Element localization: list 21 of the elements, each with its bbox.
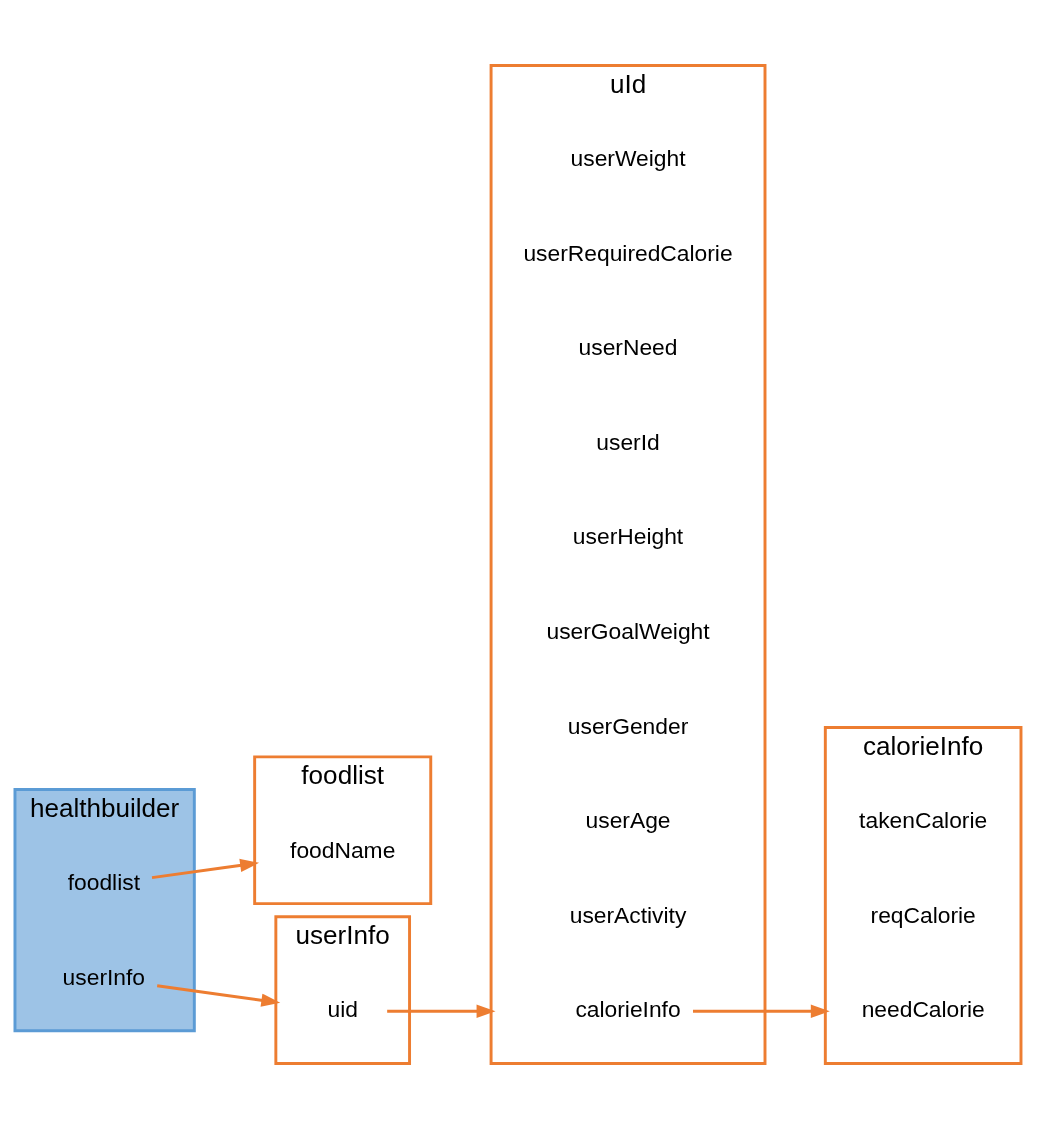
node-text: userActivity [569,901,687,928]
node-text: userNeed [578,334,678,361]
node-text: foodName [290,836,396,863]
node-text: foodlist [67,869,140,896]
node-text: uid [327,996,358,1023]
arrow [151,858,260,880]
arrow [387,1004,496,1018]
node-text: userRequiredCalorie [523,239,733,266]
node-text: needCalorie [861,996,985,1023]
arrow [693,1004,830,1018]
node-text: userAge [585,807,671,834]
node-text: userInfo [62,963,146,990]
node-text: userGender [567,712,689,739]
node-text: userWeight [570,145,686,172]
node-text: userGoalWeight [546,618,710,645]
arrow [156,984,281,1007]
node-text: userId [596,428,660,455]
node-text: takenCalorie [859,807,988,834]
node-text: calorieInfo [575,996,681,1023]
node-text: userHeight [572,523,684,550]
node-text: reqCalorie [870,901,976,928]
